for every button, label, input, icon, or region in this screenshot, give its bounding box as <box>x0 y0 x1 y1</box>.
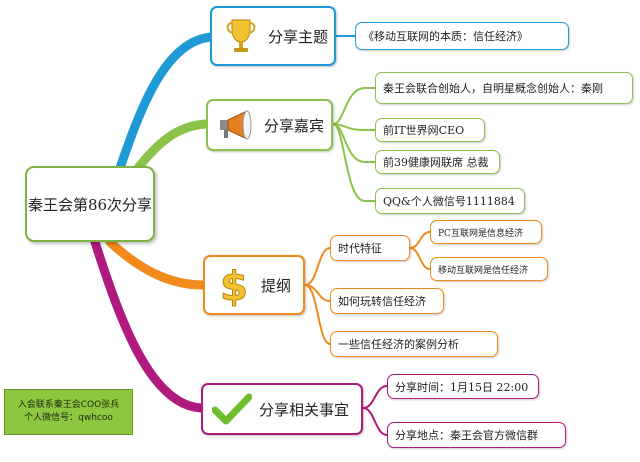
branch-connector-theme <box>115 32 217 173</box>
theme-item-1[interactable]: 《移动互联网的本质：信任经济》 <box>355 22 569 50</box>
guest-item-2[interactable]: 前IT世界网CEO <box>375 118 485 142</box>
matters-item-1[interactable]: 分享时间：1月15日 22:00 <box>387 374 539 399</box>
branch-connector-outline <box>105 237 208 290</box>
branch-connector-matters <box>90 237 206 413</box>
trophy-icon <box>220 15 262 57</box>
matters-item-2[interactable]: 分享地点：秦王会官方微信群 <box>387 422 566 448</box>
branch-theme-label: 分享主题 <box>268 27 329 46</box>
branch-guest-label: 分享嘉宾 <box>264 116 325 135</box>
outline-subitem-1[interactable]: PC互联网是信息经济 <box>430 220 542 244</box>
outline-item-3[interactable]: 一些信任经济的案例分析 <box>330 331 498 357</box>
branch-outline-label: 提纲 <box>261 276 292 295</box>
guest-item-1[interactable]: 秦王会联合创始人，自明星概念创始人：秦刚 <box>375 72 633 104</box>
outline-subitem-2[interactable]: 移动互联网是信任经济 <box>430 257 548 281</box>
checkmark-icon <box>211 388 253 430</box>
dollar-icon: $ <box>213 264 255 308</box>
branch-matters[interactable]: 分享相关事宜 <box>201 383 363 435</box>
contact-note-line1: 入会联系秦王会COO张兵 <box>17 400 120 410</box>
branch-theme[interactable]: 分享主题 <box>210 6 336 66</box>
guest-item-3[interactable]: 前39健康网联席 总裁 <box>375 150 500 174</box>
svg-text:$: $ <box>220 264 248 307</box>
branch-guest[interactable]: 分享嘉宾 <box>206 99 333 151</box>
central-topic[interactable]: 秦王会第86次分享 <box>25 166 155 242</box>
outline-item-1[interactable]: 时代特征 <box>330 235 410 261</box>
guest-item-4[interactable]: QQ&个人微信号1111884 <box>375 188 525 214</box>
contact-note: 入会联系秦王会COO张兵 个人微信号：qwhcoo <box>4 389 133 435</box>
central-topic-label: 秦王会第86次分享 <box>27 195 153 214</box>
branch-outline[interactable]: $ 提纲 <box>203 255 305 315</box>
megaphone-icon <box>216 104 258 146</box>
branch-matters-label: 分享相关事宜 <box>259 400 350 419</box>
branch-connector-guest <box>133 119 212 173</box>
outline-item-2[interactable]: 如何玩转信任经济 <box>330 288 444 314</box>
contact-note-line2: 个人微信号：qwhcoo <box>24 413 113 423</box>
